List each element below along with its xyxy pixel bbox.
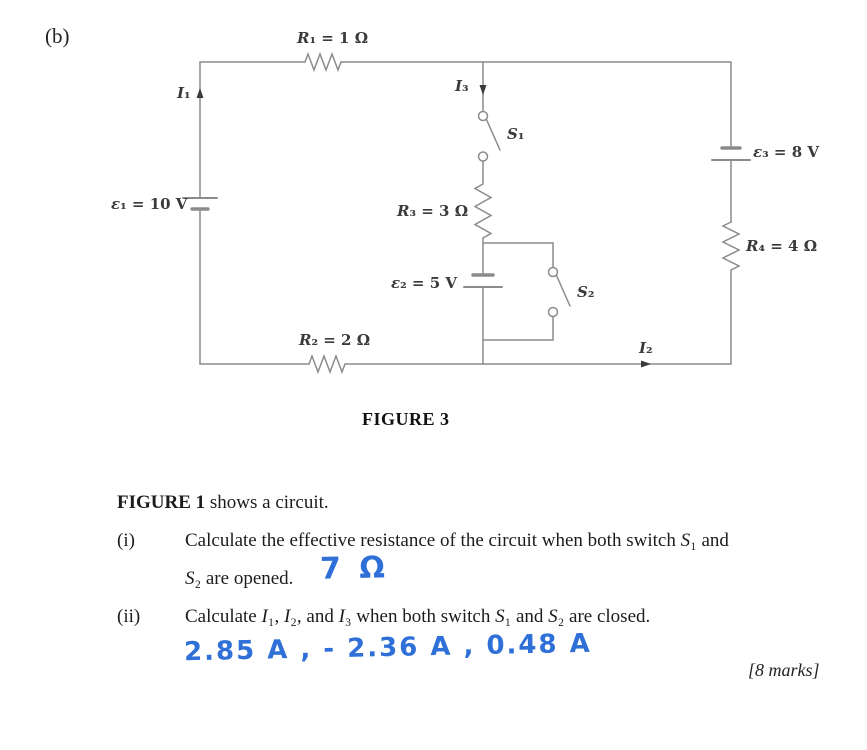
handwritten-answer-q2: 2.85 A , - 2.36 A , 0.48 A [183, 628, 593, 668]
handwritten-answer-q1: 7 Ω [319, 550, 390, 587]
question-i-numeral: (i) [117, 530, 135, 551]
battery-e2-symbol [463, 273, 503, 288]
part-label: (b) [45, 24, 70, 48]
question-i-text-line1: Calculate the effective resistance of th… [185, 530, 729, 551]
figure-caption: FIGURE 3 [362, 409, 450, 429]
circuit-canvas [182, 51, 751, 375]
resistor-r3-symbol [473, 183, 493, 239]
label-r4: R₄ = 4 Ω [746, 237, 818, 255]
current-arrow-i2-right [641, 360, 651, 368]
label-i3: I₃ [455, 77, 469, 95]
label-e1: ε₁ = 10 V [111, 195, 188, 213]
label-r3: R₃ = 3 Ω [397, 202, 469, 220]
resistor-r2-symbol [308, 353, 346, 375]
label-r1: R₁ = 1 Ω [297, 29, 369, 47]
battery-e3-symbol [711, 146, 751, 161]
resistor-r4-symbol [721, 221, 741, 271]
label-i1: I₁ [177, 84, 191, 102]
battery-e1-symbol [182, 197, 218, 211]
resistor-r1-symbol [304, 51, 342, 73]
question-ii-numeral: (ii) [117, 606, 141, 627]
current-arrow-i3-down [479, 85, 487, 95]
label-s1: S₁ [507, 125, 525, 143]
switch-s1-symbol [477, 110, 501, 162]
label-e3: ε₃ = 8 V [753, 143, 820, 161]
label-e2: ε₂ = 5 V [391, 274, 458, 292]
current-arrow-i1-up [196, 88, 204, 98]
switch-s2-symbol [482, 242, 571, 341]
marks-label: [8 marks] [748, 660, 820, 680]
figure-intro-text: FIGURE 1 shows a circuit. [117, 492, 329, 513]
question-ii-text: Calculate I₁, I₂, and I₃ when both switc… [185, 606, 651, 627]
label-s2: S₂ [577, 283, 595, 301]
label-i2: I₂ [639, 339, 653, 357]
label-r2: R₂ = 2 Ω [299, 331, 371, 349]
question-i-text-line2: S₂ are opened. [185, 568, 294, 589]
